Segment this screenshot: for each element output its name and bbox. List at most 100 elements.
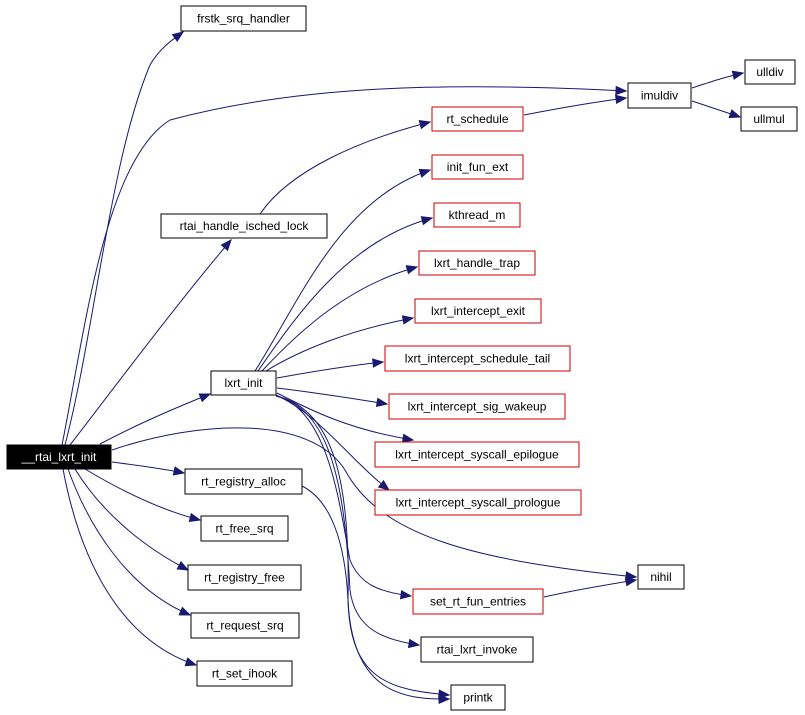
arrowhead <box>731 70 745 80</box>
edge-line <box>275 395 420 646</box>
edge-lxrt_init-to-lxrt_intercept_exit <box>265 315 415 372</box>
edge-line <box>261 266 418 372</box>
node-lxrt-intercept-syscall-prologue[interactable]: lxrt_intercept_syscall_prologue <box>374 489 582 516</box>
edge-rtai_lxrt_init-to-rt_free_srq <box>84 468 202 523</box>
edge-line <box>99 393 211 445</box>
edge-line <box>67 468 191 616</box>
node-label: rtai_lxrt_invoke <box>437 643 518 657</box>
node-init-fun-ext[interactable]: init_fun_ext <box>431 154 524 180</box>
node-set-rt-fun-entries[interactable]: set_rt_fun_entries <box>412 588 544 615</box>
node-box <box>431 106 524 132</box>
nodes-layer: __rtai_lxrt_initfrstk_srq_handlerimuldiv… <box>6 5 798 711</box>
edge-rtai_handle_isched_lock-to-rt_schedule <box>259 120 432 215</box>
node-label: set_rt_fun_entries <box>430 595 526 609</box>
node-lxrt-intercept-schedule-tail[interactable]: lxrt_intercept_schedule_tail <box>384 345 571 372</box>
node-box <box>450 684 506 711</box>
node-rt-schedule[interactable]: rt_schedule <box>431 106 524 132</box>
arrowhead <box>171 31 185 43</box>
edge-rtai_lxrt_init-to-rt_registry_alloc <box>111 461 186 476</box>
arrowhead <box>188 512 202 523</box>
node-label: init_fun_ext <box>447 160 509 174</box>
arrowhead <box>375 397 389 407</box>
edge-lxrt_init-to-kthread_m <box>257 216 434 372</box>
arrowhead <box>438 694 451 704</box>
edge-rtai_lxrt_init-to-imuldiv <box>61 85 628 446</box>
node-lxrt-intercept-syscall-epilogue[interactable]: lxrt_intercept_syscall_epilogue <box>374 441 580 468</box>
edge-line <box>64 31 184 446</box>
node-kthread-m[interactable]: kthread_m <box>433 202 521 228</box>
edge-rt_schedule-to-imuldiv <box>523 94 628 116</box>
node-label: rt_free_srq <box>215 522 273 536</box>
node-rt-free-srq: rt_free_srq <box>200 515 289 542</box>
node-box <box>420 636 534 663</box>
arrowhead <box>614 94 628 105</box>
edge-lxrt_init-to-lxrt_intercept_syscall_epilogue <box>276 392 415 444</box>
arrowhead <box>420 216 434 226</box>
edge-line <box>543 579 637 598</box>
arrowhead <box>407 638 421 649</box>
edge-rtai_lxrt_init-to-rt_registry_free <box>74 468 190 571</box>
edge-lxrt_init-to-init_fun_ext <box>254 168 432 372</box>
node-rt-registry-alloc: rt_registry_alloc <box>184 468 303 495</box>
arrowhead <box>624 576 638 587</box>
edge-lxrt_init-to-lxrt_intercept_schedule_tail <box>276 358 385 379</box>
edge-rt_registry_alloc-to-printk <box>301 485 451 704</box>
node-lxrt-intercept-sig-wakeup[interactable]: lxrt_intercept_sig_wakeup <box>388 393 566 420</box>
node-printk: printk <box>450 684 506 711</box>
node-rtai-lxrt-invoke: rtai_lxrt_invoke <box>420 636 534 663</box>
edge-line <box>84 468 201 521</box>
arrowhead <box>418 168 432 178</box>
arrowhead <box>401 433 415 444</box>
node-box <box>200 515 289 542</box>
node-label: rt_schedule <box>446 112 508 126</box>
node-box <box>431 154 524 180</box>
arrowhead <box>399 589 413 600</box>
node-label: frstk_srq_handler <box>197 12 290 26</box>
node-label: lxrt_init <box>224 376 263 390</box>
node-label: lxrt_intercept_exit <box>431 304 526 318</box>
node-box <box>180 5 307 32</box>
edge-line <box>523 97 627 116</box>
edge-lxrt_init-to-lxrt_handle_trap <box>261 265 419 372</box>
edge-line <box>257 217 433 372</box>
edge-line <box>69 239 232 446</box>
edge-line <box>276 387 388 405</box>
edge-rtai_lxrt_init-to-frstk_srq_handler <box>64 31 185 446</box>
node-box <box>384 345 571 372</box>
node-lxrt-handle-trap[interactable]: lxrt_handle_trap <box>418 250 536 276</box>
node-ullmul: ullmul <box>740 106 798 132</box>
node-lxrt-init: lxrt_init <box>210 370 277 396</box>
node-label: lxrt_intercept_schedule_tail <box>405 352 550 366</box>
node-box <box>744 59 796 85</box>
node-label: rt_request_srq <box>206 619 283 633</box>
arrowhead <box>178 606 192 616</box>
arrowhead <box>418 120 432 130</box>
arrowhead <box>728 109 742 119</box>
edge-rtai_lxrt_init-to-lxrt_init <box>99 393 212 445</box>
arrowhead <box>377 479 391 491</box>
node-box <box>740 106 798 132</box>
arrowhead <box>401 315 415 325</box>
edge-line <box>276 392 414 441</box>
node-label: __rtai_lxrt_init <box>21 450 97 464</box>
node-label: rt_registry_alloc <box>201 475 286 489</box>
node-box <box>6 444 112 470</box>
edge-imuldiv-to-ulldiv <box>691 70 745 89</box>
edge-line <box>111 427 637 578</box>
node-label: rt_registry_free <box>204 571 285 585</box>
node-label: rt_set_ihook <box>212 667 278 681</box>
node-box <box>374 441 580 468</box>
node-rt-set-ihook: rt_set_ihook <box>196 660 293 687</box>
node-box <box>210 370 277 396</box>
arrowhead <box>176 560 190 571</box>
edge-set_rt_fun_entries-to-nihil <box>543 576 638 598</box>
edge-line <box>61 86 627 446</box>
node-box <box>627 82 692 109</box>
node-label: nihil <box>650 570 671 584</box>
node-box <box>184 468 303 495</box>
node-box <box>187 564 302 591</box>
node-box <box>412 588 544 615</box>
node-label: kthread_m <box>449 208 506 222</box>
node-lxrt-intercept-exit[interactable]: lxrt_intercept_exit <box>414 298 542 324</box>
node-nihil: nihil <box>637 564 685 590</box>
